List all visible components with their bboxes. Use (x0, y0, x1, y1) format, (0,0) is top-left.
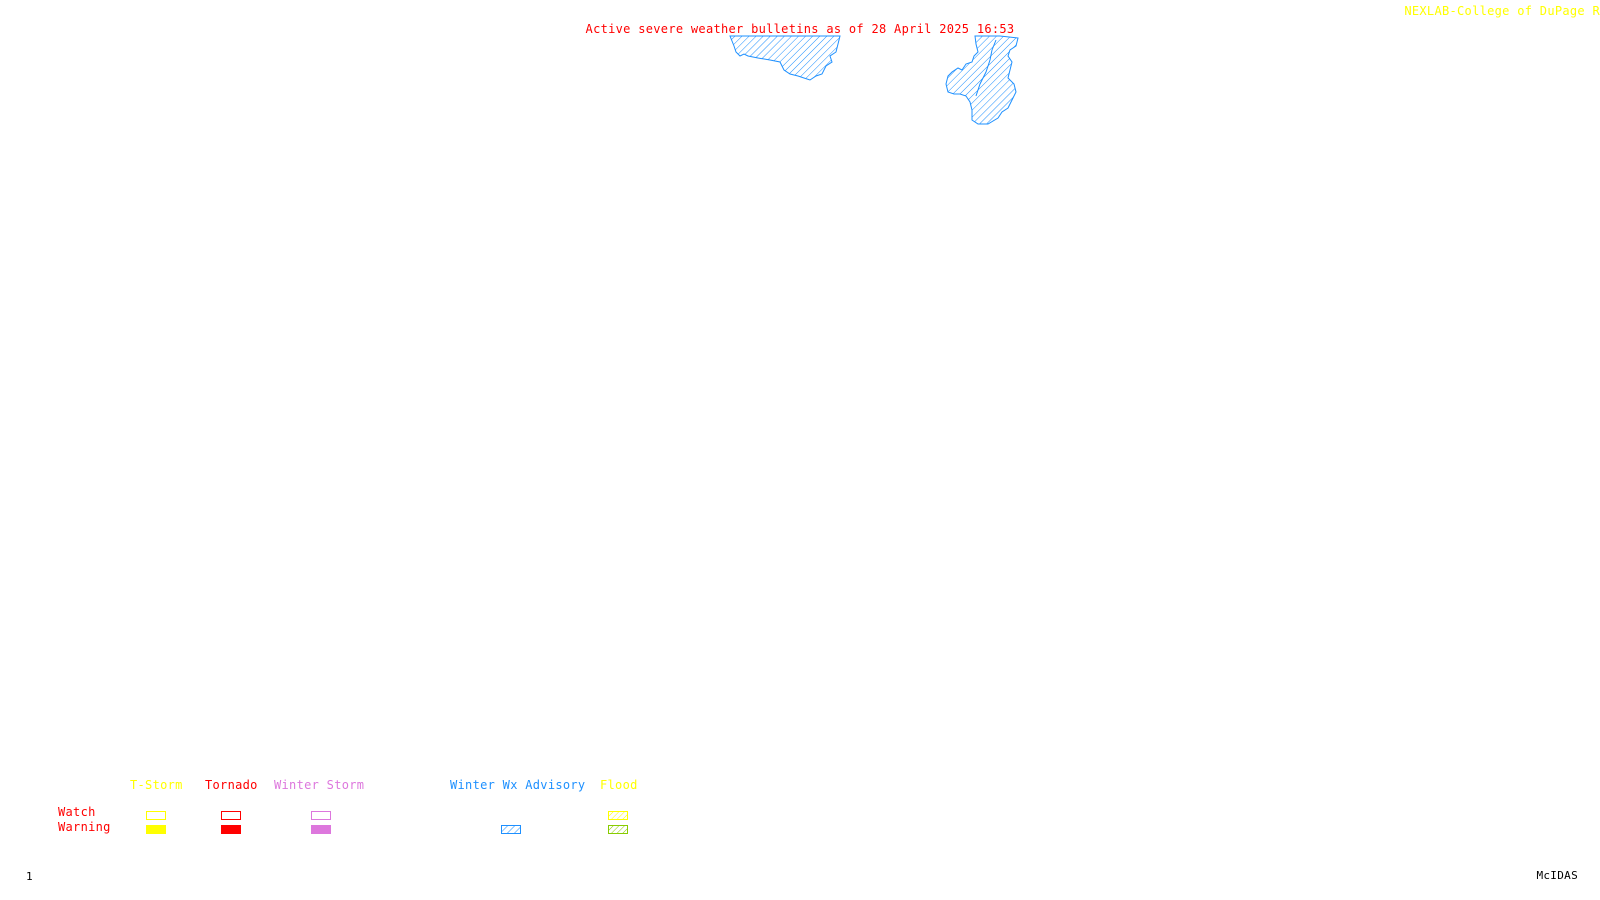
tstorm-watch-swatch (146, 811, 166, 820)
legend-winter-storm-label: Winter Storm (274, 778, 365, 792)
legend-tornado-label: Tornado (205, 778, 258, 792)
frame-number: 1 (26, 870, 33, 883)
winter-storm-watch-swatch (311, 811, 331, 820)
legend-flood-label: Flood (600, 778, 638, 792)
tstorm-warning-swatch (146, 825, 166, 834)
tornado-warning-swatch (221, 825, 241, 834)
legend-tstorm-label: T-Storm (130, 778, 183, 792)
tornado-watch-swatch (221, 811, 241, 820)
legend-winter-advisory-label: Winter Wx Advisory (450, 778, 586, 792)
winter-storm-warning-swatch (311, 825, 331, 834)
flood-watch-swatch (608, 811, 628, 820)
map-title: Active severe weather bulletins as of 28… (585, 22, 1015, 36)
advisory-region-central (729, 35, 841, 81)
flood-warning-swatch (608, 825, 628, 834)
advisory-region-east-boundary (975, 39, 997, 97)
legend-watch-label: Watch (58, 805, 96, 819)
credit-label: NEXLAB-College of DuPage R (1404, 4, 1600, 18)
winter-advisory-swatch (501, 825, 521, 834)
software-label: McIDAS (1536, 869, 1578, 882)
legend-warning-label: Warning (58, 820, 111, 834)
